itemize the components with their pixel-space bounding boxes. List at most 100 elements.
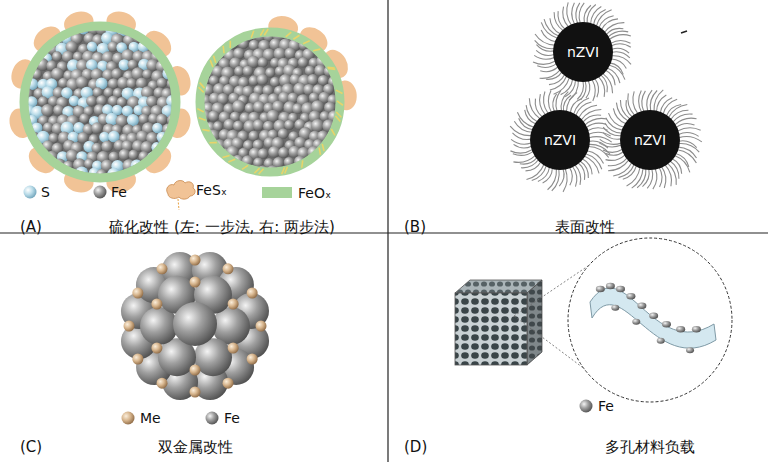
- fes-streak: [303, 41, 310, 44]
- polymer-chain: [653, 169, 657, 190]
- fes-streak: [200, 83, 205, 88]
- polymer-chain: [552, 169, 559, 191]
- sphere: [101, 141, 113, 153]
- legend-sphere: [580, 400, 593, 413]
- sphere: [278, 147, 289, 158]
- polymer-chain: [603, 149, 623, 152]
- polymer-chain: [639, 91, 642, 113]
- sphere: [128, 150, 138, 160]
- fes-streak: [282, 167, 285, 174]
- polymer-chain: [538, 167, 550, 181]
- nzvi-core: nZVI: [553, 22, 613, 82]
- fes-streak: [264, 29, 268, 35]
- polymer-chain: [609, 35, 631, 40]
- polymer-chain: [540, 94, 546, 115]
- polymer-chain: [633, 91, 638, 113]
- sphere: [142, 69, 152, 79]
- fe-particle: [611, 305, 619, 311]
- me-sphere: [124, 321, 135, 332]
- me-sphere: [256, 321, 267, 332]
- surface-chains: [510, 2, 702, 192]
- fes-streak: [197, 109, 203, 112]
- fe-particle: [632, 319, 640, 325]
- me-sphere: [190, 365, 201, 376]
- generated-art: [6, 8, 701, 424]
- legend-tail: [178, 199, 179, 210]
- fes-streak: [214, 56, 216, 63]
- polymer-chain: [550, 76, 567, 90]
- legend-sphere: [206, 412, 219, 425]
- sphere: [87, 41, 97, 51]
- me-sphere: [132, 288, 143, 299]
- fes-streak: [336, 116, 341, 122]
- polymer-chain: [556, 90, 561, 111]
- fe-particle: [662, 321, 671, 327]
- polymer-chain: [609, 65, 625, 80]
- fes-streak: [223, 155, 230, 157]
- fe-particle: [626, 293, 635, 299]
- polymer-chain: [514, 121, 532, 132]
- fes-streak: [336, 90, 343, 93]
- polymer-chain: [611, 41, 631, 44]
- legend-label: FeOₓ: [298, 184, 331, 202]
- sphere: [311, 119, 324, 132]
- fes-streak: [322, 144, 324, 151]
- polymer-chain: [679, 136, 702, 141]
- polymer-chain: [559, 169, 564, 186]
- polymer-chain: [520, 158, 537, 164]
- fes-streak: [327, 67, 334, 69]
- polymer-chain: [678, 133, 698, 137]
- particle-core: [204, 36, 336, 168]
- fe-particle: [676, 326, 685, 332]
- magnifier-circle: [568, 238, 732, 402]
- fes-streak: [319, 148, 320, 155]
- fes-streak: [286, 32, 292, 37]
- polymer-chain: [586, 81, 590, 99]
- sphere: [270, 77, 280, 87]
- panel-caption: 表面改性: [555, 218, 615, 236]
- stray-mark: [681, 31, 687, 33]
- me-sphere: [190, 277, 201, 288]
- panel-caption: 硫化改性 (左: 一步法, 右: 两步法): [109, 218, 335, 236]
- sphere: [52, 51, 62, 61]
- polymer-chain: [511, 139, 531, 144]
- sphere-group: [22, 22, 180, 181]
- polymer-chain: [554, 78, 570, 95]
- polymer-chain: [618, 164, 634, 177]
- polymer-chain: [574, 98, 590, 114]
- core-label: nZVI: [544, 132, 576, 148]
- sphere: [232, 100, 245, 113]
- panel-caption: 双金属改性: [158, 438, 233, 456]
- fe-sphere: [173, 302, 217, 346]
- legend-label: Fe: [111, 183, 127, 201]
- me-sphere: [228, 343, 239, 354]
- polymer-chain: [510, 150, 532, 154]
- fes-streak: [228, 159, 235, 162]
- legend-label: FeSₓ: [196, 181, 227, 199]
- fes-streak: [254, 168, 259, 173]
- polymer-chain: [541, 30, 556, 42]
- sphere: [258, 57, 268, 67]
- pore-wall: [590, 288, 716, 348]
- sphere: [91, 122, 103, 134]
- polymer-chain: [611, 44, 631, 48]
- fe-particle: [686, 347, 694, 353]
- polymer-chain: [659, 168, 662, 187]
- polymer-chain: [544, 19, 559, 36]
- sphere: [298, 57, 308, 67]
- sphere: [86, 96, 97, 107]
- me-sphere: [132, 354, 143, 365]
- polymer-chain: [572, 166, 577, 186]
- polymer-chain: [580, 161, 588, 178]
- polymer-chain: [575, 165, 581, 185]
- polymer-chain: [534, 55, 554, 59]
- fes-streak: [229, 41, 231, 48]
- panel-letter: (D): [404, 438, 427, 456]
- polymer-chain: [548, 91, 551, 113]
- legend-label: S: [41, 183, 50, 201]
- sphere: [243, 66, 254, 77]
- fes-streak: [331, 129, 335, 135]
- legend-sphere: [122, 412, 135, 425]
- sphere: [99, 132, 109, 142]
- polymer-chain: [637, 169, 646, 188]
